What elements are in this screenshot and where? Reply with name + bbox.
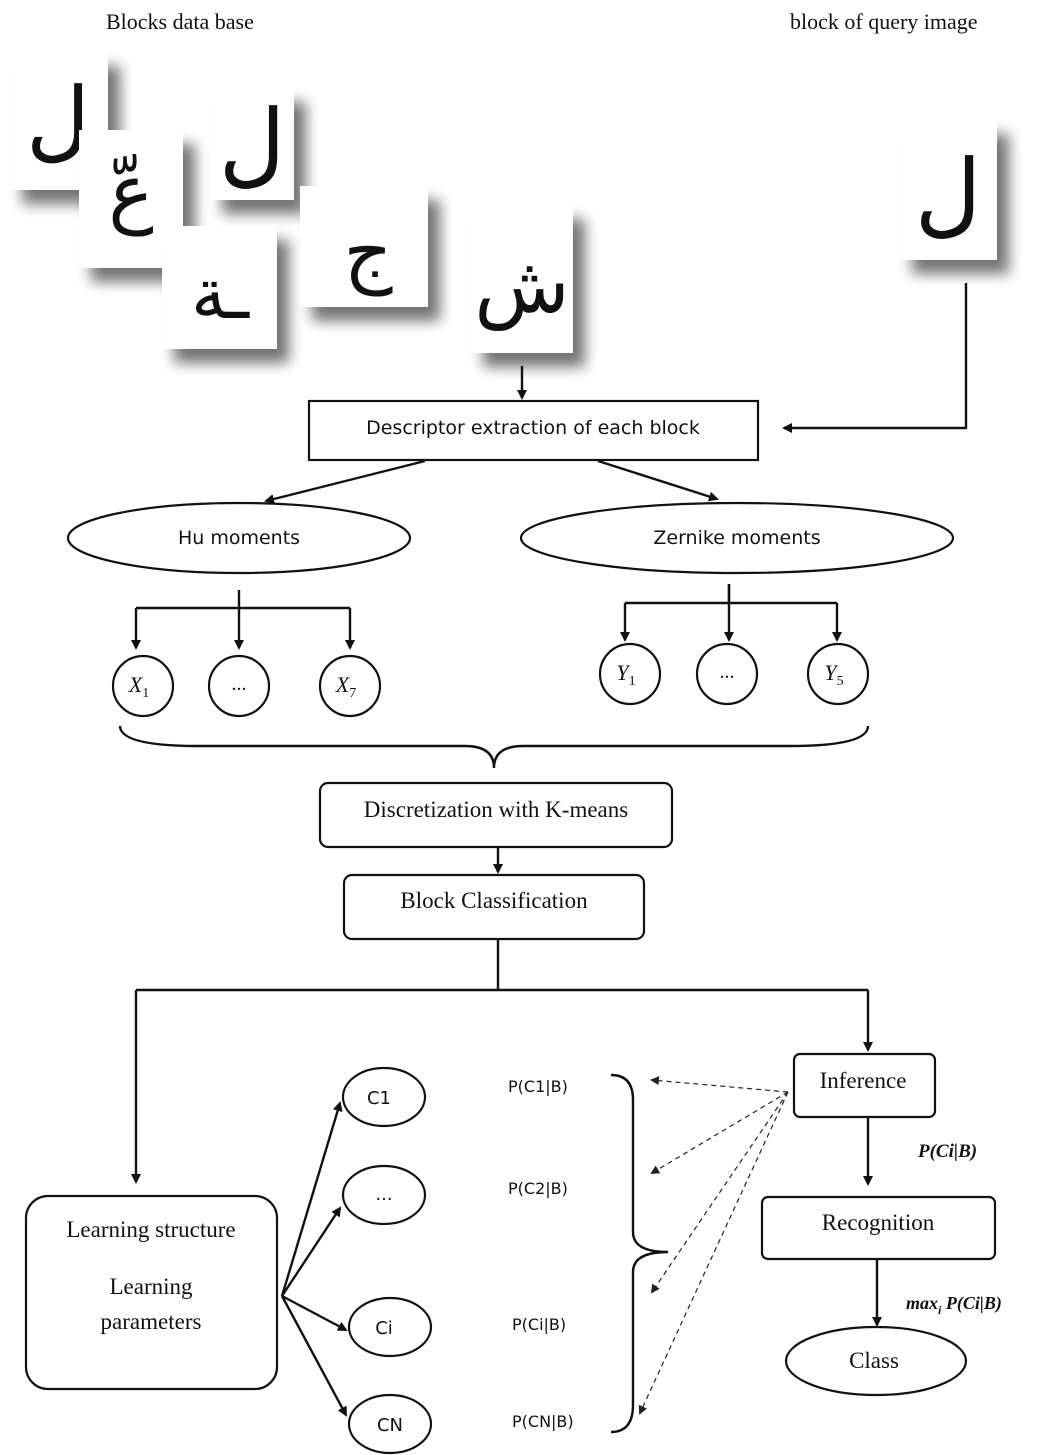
class-node [784, 1325, 968, 1397]
query-glyph: ل [915, 143, 982, 245]
x-dots-node [207, 654, 271, 718]
db-glyph-6: ش [474, 242, 569, 332]
x1-label: X1 [128, 672, 149, 701]
zernike-branches [620, 584, 842, 642]
prob-c2: P(C2|B) [508, 1179, 568, 1198]
y-dots-label: ... [720, 661, 735, 683]
inference-output-label: P(Ci|B) [917, 1141, 977, 1162]
probability-brace [610, 1073, 669, 1434]
x7-node [318, 654, 382, 718]
x7-label: X7 [335, 672, 356, 701]
prob-ci: P(Ci|B) [512, 1315, 566, 1334]
descriptor-label: Descriptor extraction of each block [366, 417, 700, 439]
query-title: block of query image [790, 9, 978, 34]
zernike-moments-label: Zernike moments [653, 527, 820, 549]
db-block-4: ـة [162, 226, 277, 349]
learning-structure-label: Learning structure [66, 1217, 235, 1242]
hu-moments-node [66, 501, 412, 575]
c-dots-node [341, 1164, 427, 1226]
ci-node [347, 1296, 433, 1358]
inference-box [792, 1052, 937, 1119]
features-brace [118, 725, 870, 769]
y1-node [598, 642, 662, 706]
descriptor-box [307, 399, 760, 462]
db-block-3: ل [210, 88, 294, 200]
zernike-moments-node [519, 501, 955, 575]
db-glyph-3: ل [219, 93, 286, 195]
recognition-box [760, 1195, 997, 1261]
recognition-label: Recognition [822, 1210, 935, 1235]
db-block-1: ل [10, 52, 108, 190]
learning-params-label-1: Learning [109, 1274, 193, 1299]
c1-node [341, 1066, 427, 1128]
x1-node [111, 654, 175, 718]
learning-to-classes-arrows [280, 1101, 348, 1417]
prob-c1: P(C1|B) [508, 1077, 568, 1096]
query-block: ل [900, 120, 997, 260]
database-title: Blocks data base [106, 9, 254, 34]
db-glyph-5: ج [343, 211, 392, 297]
class-label: Class [849, 1348, 899, 1373]
ci-label: Ci [375, 1318, 393, 1339]
c1-label: C1 [367, 1088, 391, 1109]
descriptor-to-zernike-arrow [597, 459, 719, 502]
y5-node [806, 642, 870, 706]
classification-label: Block Classification [400, 888, 588, 913]
db-glyph-2: عّ [108, 151, 153, 237]
y-dots-node [695, 642, 759, 706]
prob-cn: P(CN|B) [512, 1412, 574, 1431]
discretization-label: Discretization with K-means [364, 797, 628, 822]
cn-label: CN [377, 1415, 403, 1436]
db-glyph-4: ـة [191, 257, 251, 334]
hu-moments-label: Hu moments [178, 527, 300, 549]
learning-box [24, 1194, 279, 1391]
classification-box [342, 873, 646, 941]
descriptor-to-hu-arrow [264, 459, 426, 504]
c-dots-label: ... [375, 1184, 392, 1205]
y1-label: Y1 [616, 660, 635, 689]
db-block-5: ج [300, 186, 428, 307]
database-blocks: ل ل عّ ـة ج ش [10, 52, 573, 353]
recognition-output-label: maxi P(Ci|B) [906, 1293, 1002, 1317]
y5-label: Y5 [824, 660, 843, 689]
learning-params-label-2: parameters [101, 1309, 202, 1334]
discretization-box [318, 781, 674, 849]
inference-label: Inference [820, 1068, 907, 1093]
inference-dashed-arrows [638, 1076, 789, 1415]
hu-branches [131, 590, 355, 650]
cn-node [347, 1393, 433, 1455]
query-to-descriptor-arrow [782, 283, 968, 433]
x-dots-label: ... [232, 673, 247, 695]
db-block-6: ش [471, 205, 573, 353]
